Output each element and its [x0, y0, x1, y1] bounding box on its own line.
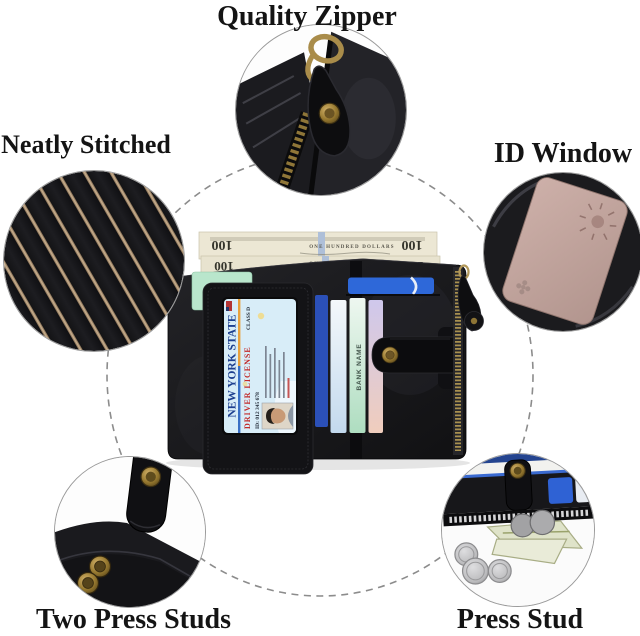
svg-text:DRIVER LICENSE: DRIVER LICENSE [243, 346, 252, 429]
detail-bubble-two-press-studs [54, 456, 206, 608]
press-stud-2 [76, 571, 100, 595]
label-press-stud: Press Stud [456, 604, 584, 635]
svg-text:CLASS D: CLASS D [246, 307, 252, 330]
id-window-card [502, 177, 628, 325]
quality-zipper-art [236, 25, 406, 195]
svg-text:ONE HUNDRED DOLLARS: ONE HUNDRED DOLLARS [309, 245, 395, 250]
zipper-slider-ring [308, 33, 344, 64]
two-press-studs-art [55, 457, 205, 607]
label-quality-zipper: Quality Zipper [217, 1, 397, 32]
svg-text:100: 100 [212, 237, 233, 252]
id-window-art [484, 173, 640, 331]
label-two-press-studs: Two Press Studs [36, 604, 232, 635]
label-neatly-stitched: Neatly Stitched [1, 130, 171, 159]
license-photo [261, 402, 294, 430]
label-id-window: ID Window [493, 138, 633, 169]
blue-card-top [348, 277, 434, 294]
zipper-edge [453, 264, 484, 455]
svg-text:BANK NAME: BANK NAME [356, 344, 363, 391]
wallet-back-panel [442, 454, 594, 527]
svg-text:ID: 012 345 678: ID: 012 345 678 [255, 392, 261, 429]
detail-bubble-id-window [483, 172, 640, 332]
svg-text:100: 100 [402, 237, 423, 252]
license-text-lines [265, 346, 290, 398]
blue-card-vertical [315, 295, 328, 427]
press-stud-1 [88, 555, 112, 578]
detail-bubble-neatly-stitched [3, 170, 185, 352]
strap-with-stud [126, 457, 173, 533]
detail-bubble-press-stud [441, 453, 595, 607]
coins [454, 509, 556, 585]
press-stud-art [442, 454, 594, 606]
zipper-teeth [277, 112, 312, 192]
detail-bubble-quality-zipper [235, 24, 407, 196]
sun-emboss [579, 202, 617, 241]
open-wallet-photo: 100 100 ONE HUNDRED DOLLARS 100 100 ONE … [166, 231, 484, 475]
driver-license: NEW YORK STATE DRIVER LICENSE ID: 012 34… [224, 299, 296, 433]
white-card-vertical [330, 300, 347, 433]
flower-emboss [516, 280, 531, 295]
stitched-leather-art [4, 171, 184, 351]
svg-text:NEW YORK STATE: NEW YORK STATE [227, 314, 239, 417]
banknote-top: 100 100 ONE HUNDRED DOLLARS [198, 231, 438, 260]
